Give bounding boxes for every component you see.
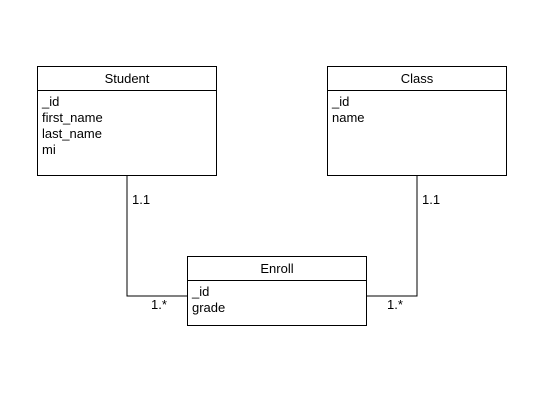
enroll-field-id: _id	[192, 284, 210, 299]
class-entity[interactable]: Class _id name	[327, 66, 507, 176]
enroll-title: Enroll	[188, 257, 366, 281]
student-multiplicity-label: 1.1	[132, 192, 151, 207]
enroll-entity[interactable]: Enroll _id grade	[187, 256, 367, 326]
enroll-fields: _id grade	[188, 281, 366, 316]
class-field-name: name	[332, 110, 365, 125]
class-enroll-connector	[367, 176, 418, 297]
student-title: Student	[38, 67, 216, 91]
student-enroll-connector	[126, 176, 187, 297]
enroll-class-multiplicity-label: 1.*	[387, 297, 403, 312]
student-field-id: _id	[42, 94, 60, 109]
enroll-student-multiplicity-label: 1.*	[151, 297, 167, 312]
student-fields: _id first_name last_name mi	[38, 91, 216, 158]
student-field-mi: mi	[42, 142, 56, 157]
student-field-last-name: last_name	[42, 126, 102, 141]
student-entity[interactable]: Student _id first_name last_name mi	[37, 66, 217, 176]
student-field-first-name: first_name	[42, 110, 103, 125]
enroll-field-grade: grade	[192, 300, 226, 315]
class-field-id: _id	[332, 94, 350, 109]
class-title: Class	[328, 67, 506, 91]
class-multiplicity-label: 1.1	[422, 192, 441, 207]
class-fields: _id name	[328, 91, 506, 126]
